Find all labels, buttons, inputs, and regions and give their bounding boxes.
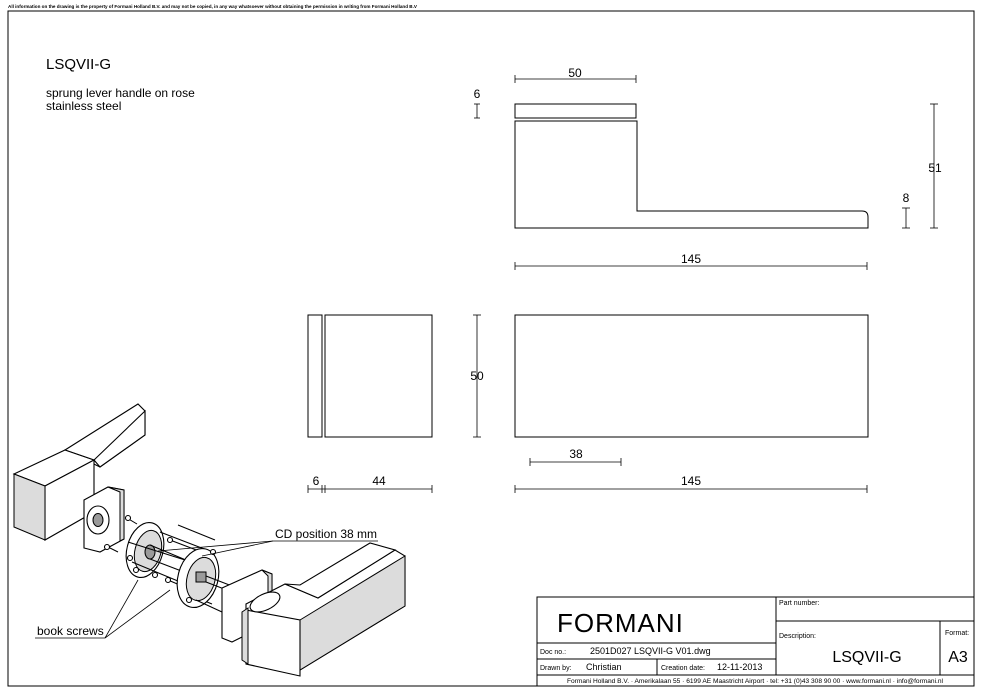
company-footer: Formani Holland B.V. · Amerikalaan 55 · …: [567, 678, 944, 685]
dimension-label-rose-thickness: 6: [474, 87, 481, 101]
rose-plate-side: [307, 314, 323, 438]
dimension-label-total-height: 51: [928, 161, 942, 175]
company-logo: FORMANI: [557, 608, 684, 638]
part-number-label: Part number:: [779, 600, 820, 607]
format-label: Format:: [945, 630, 969, 637]
dimension-label-side-rose: 6: [313, 474, 320, 488]
dimension-label-top-width: 50: [568, 66, 582, 80]
callout-cd-position-label: CD position 38 mm: [275, 527, 377, 541]
lever-end-side: [324, 314, 433, 438]
dimension-side-depth: 6 44: [307, 474, 433, 493]
format-value: A3: [948, 649, 968, 666]
dimension-lever-thickness: 8: [902, 191, 910, 229]
product-description-line2: stainless steel: [46, 99, 121, 113]
creation-date-value: 12-11-2013: [717, 662, 762, 672]
right-round-rose-iso: [176, 548, 233, 613]
doc-no-label: Doc no.:: [540, 649, 566, 656]
screws-left-iso: [103, 514, 138, 553]
description-label: Description:: [779, 633, 816, 640]
product-code: LSQVII-G: [46, 56, 111, 73]
doc-no-value: 2501D027 LSQVII-G V01.dwg: [590, 646, 711, 656]
drawing-border: [7, 10, 975, 687]
right-lever-iso: [241, 542, 406, 677]
dimension-label-lever-thickness: 8: [903, 191, 910, 205]
title-block: FORMANI Part number: Description: LSQVII…: [536, 596, 975, 687]
callout-book-screws-label: book screws: [37, 624, 104, 638]
dimension-label-side-depth: 44: [372, 474, 386, 488]
dimension-top-width: 50: [514, 66, 637, 83]
creation-date-label: Creation date:: [661, 665, 705, 672]
drawn-by-value: Christian: [586, 662, 622, 672]
left-lever-iso: [12, 403, 146, 541]
dimension-rose-thickness: 6: [474, 87, 481, 119]
exploded-isometric-view: [12, 403, 406, 677]
callout-book-screws: book screws: [35, 579, 171, 639]
lever-elevation-view: [514, 103, 869, 229]
callout-cd-position: CD position 38 mm: [157, 527, 378, 557]
drawn-by-label: Drawn by:: [540, 665, 572, 672]
dimension-label-side-height: 50: [470, 369, 484, 383]
lever-profile-elevation: [514, 120, 869, 229]
dimension-label-bottom-offset: 38: [569, 447, 583, 461]
copyright-notice: All information on the drawing is the pr…: [8, 4, 418, 9]
dimension-bottom-length: 145: [514, 474, 868, 493]
product-description-line1: sprung lever handle on rose: [46, 86, 195, 100]
left-rose-iso: [83, 486, 125, 553]
description-value: LSQVII-G: [832, 649, 901, 666]
dimension-label-top-length: 145: [681, 252, 701, 266]
rose-side-view: [307, 314, 433, 438]
rose-plate-elevation: [514, 103, 637, 119]
dimension-total-height: 51: [928, 103, 942, 229]
dimension-side-height: 50: [470, 314, 484, 438]
dimension-bottom-offset: 38: [529, 447, 622, 466]
lever-plan-view: [514, 314, 869, 438]
dimension-top-length: 145: [514, 252, 868, 270]
dimension-label-bottom-length: 145: [681, 474, 701, 488]
